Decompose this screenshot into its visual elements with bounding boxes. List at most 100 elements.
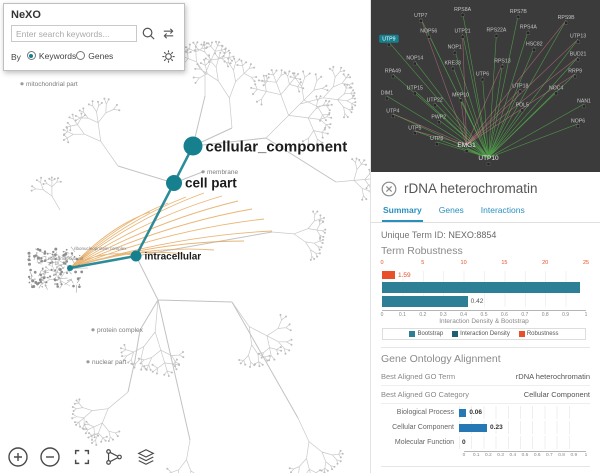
term-title: rDNA heterochromatin: [404, 181, 538, 196]
search-input[interactable]: [11, 25, 137, 42]
app-title: NeXO: [11, 9, 41, 21]
gene-node-RPS9B[interactable]: [564, 21, 568, 25]
gene-node-NOP6[interactable]: [576, 124, 580, 129]
gene-node-UTP7[interactable]: [419, 19, 423, 23]
gene-label-UTP9: UTP9: [382, 37, 395, 43]
tree-node-label-cell-part: cell part: [185, 176, 237, 191]
go-bar-value: 0.23: [490, 424, 503, 431]
bar-value-label: 1.59: [397, 271, 411, 279]
tree-node-cell-part[interactable]: [166, 175, 182, 191]
gene-label-RPS8A: RPS8A: [454, 7, 471, 13]
gene-node-RPA49[interactable]: [391, 74, 395, 79]
gene-node-DIM1[interactable]: [385, 96, 389, 101]
go-axis-tick: 0: [462, 453, 466, 458]
radio-genes[interactable]: Genes: [76, 51, 113, 61]
radio-keywords[interactable]: Keywords: [26, 51, 76, 61]
gene-node-NOP14[interactable]: [413, 61, 417, 66]
tree-label-ribonucleoprotein-complex: ribonucleoprotein complex: [74, 246, 127, 251]
gene-node-BUD21[interactable]: [576, 57, 580, 62]
gene-node-NOP56[interactable]: [427, 35, 431, 39]
tree-node-label-intracellular: intracellular: [145, 252, 202, 263]
robustness-bottom-tick: 0.1: [398, 312, 406, 318]
gene-node-RPS13[interactable]: [500, 64, 505, 69]
layers-button[interactable]: [134, 445, 158, 469]
gene-node-NOC4[interactable]: [554, 91, 558, 96]
gene-node-RPS8A[interactable]: [460, 13, 465, 17]
gene-label-UTP5: UTP5: [408, 125, 421, 131]
gene-node-UTP15[interactable]: [413, 91, 417, 96]
gene-node-HSC82[interactable]: [532, 47, 536, 52]
tree-node-cluster[interactable]: [67, 265, 73, 271]
tab-interactions[interactable]: Interactions: [480, 205, 525, 215]
gene-label-HSC82: HSC82: [526, 42, 543, 48]
gene-node-UTP4[interactable]: [391, 114, 395, 119]
gene-node-PWP2[interactable]: [437, 120, 441, 125]
fit-view-button[interactable]: [70, 445, 94, 469]
bar-value-label: 0.42: [470, 298, 484, 305]
unique-term-id: Unique Term ID: NEXO:8854: [381, 230, 590, 240]
gene-node-UTP13[interactable]: [576, 40, 580, 44]
bar-bootstrap: [382, 282, 586, 293]
robustness-top-tick: 20: [542, 260, 549, 266]
gene-node-RPS4A[interactable]: [526, 31, 531, 35]
tree-node-intracellular[interactable]: [130, 250, 142, 262]
tree-label-membrane: membrane: [207, 169, 238, 176]
gene-label-UTP22: UTP22: [427, 97, 443, 103]
gene-node-UTP18[interactable]: [518, 89, 523, 94]
tab-genes[interactable]: Genes: [438, 205, 464, 215]
gene-node-UTP21[interactable]: [460, 35, 465, 39]
gene-node-UTP10[interactable]: [486, 162, 491, 166]
gene-label-NOC4: NOC4: [549, 85, 563, 91]
robustness-bottom-tick: 0.4: [460, 312, 468, 318]
gene-node-NAN1[interactable]: [582, 104, 586, 109]
details-header: rDNA heterochromatin: [371, 172, 600, 201]
gene-node-RPS7B[interactable]: [516, 15, 521, 19]
tab-summary[interactable]: Summary: [382, 201, 423, 222]
gene-node-UTP6[interactable]: [480, 77, 485, 82]
robustness-bottom-tick: 0.3: [439, 312, 447, 318]
canvas-toolbar: [6, 445, 158, 469]
gene-node-EMG1[interactable]: [464, 149, 469, 153]
gene-node-POL5[interactable]: [520, 108, 525, 113]
reset-icon[interactable]: [160, 25, 177, 42]
go-alignment-heading: Gene Ontology Alignment: [381, 347, 590, 365]
gene-label-UTP7: UTP7: [414, 13, 427, 19]
robustness-top-tick: 5: [421, 260, 425, 266]
hierarchy-button[interactable]: [102, 445, 126, 469]
gene-node-KRE33[interactable]: [450, 66, 455, 71]
zoom-in-button[interactable]: [6, 445, 30, 469]
go-axis-tick: 0.9: [570, 453, 578, 458]
search-by-label: By: [11, 51, 21, 62]
gene-node-UTP9[interactable]: [387, 42, 391, 47]
gene-node-NOP1[interactable]: [452, 50, 457, 55]
tree-node-cellular-component[interactable]: [183, 136, 203, 156]
close-circle-icon[interactable]: [380, 180, 397, 197]
gene-node-RRP9[interactable]: [573, 74, 577, 79]
gene-label-NOP14: NOP14: [406, 56, 423, 62]
legend-bootstrap: Bootstrap: [409, 331, 443, 337]
gene-node-UTP8[interactable]: [435, 142, 439, 146]
zoom-out-button[interactable]: [38, 445, 62, 469]
robustness-bottom-tick: 0.8: [541, 312, 549, 318]
biological-process-heading: Biological Process: [381, 466, 590, 473]
gene-node-UTP22[interactable]: [433, 103, 437, 108]
tree-label-mitochondrial-part: mitochondrial part: [26, 81, 78, 88]
gene-node-MPP10[interactable]: [458, 98, 463, 103]
gene-node-RPS22A[interactable]: [494, 34, 499, 38]
settings-gear-icon[interactable]: [160, 48, 177, 65]
legend-swatch: [409, 331, 416, 337]
gene-label-RPS22A: RPS22A: [487, 28, 507, 34]
gene-node-UTP5[interactable]: [413, 131, 417, 135]
gene-label-UTP18: UTP18: [512, 83, 528, 89]
robustness-top-tick: 25: [582, 260, 590, 266]
search-icon[interactable]: [140, 25, 157, 42]
gene-label-PWP2: PWP2: [431, 114, 446, 120]
bar-robustness: 1.59: [382, 271, 586, 279]
legend-interaction-density: Interaction Density: [452, 331, 510, 337]
